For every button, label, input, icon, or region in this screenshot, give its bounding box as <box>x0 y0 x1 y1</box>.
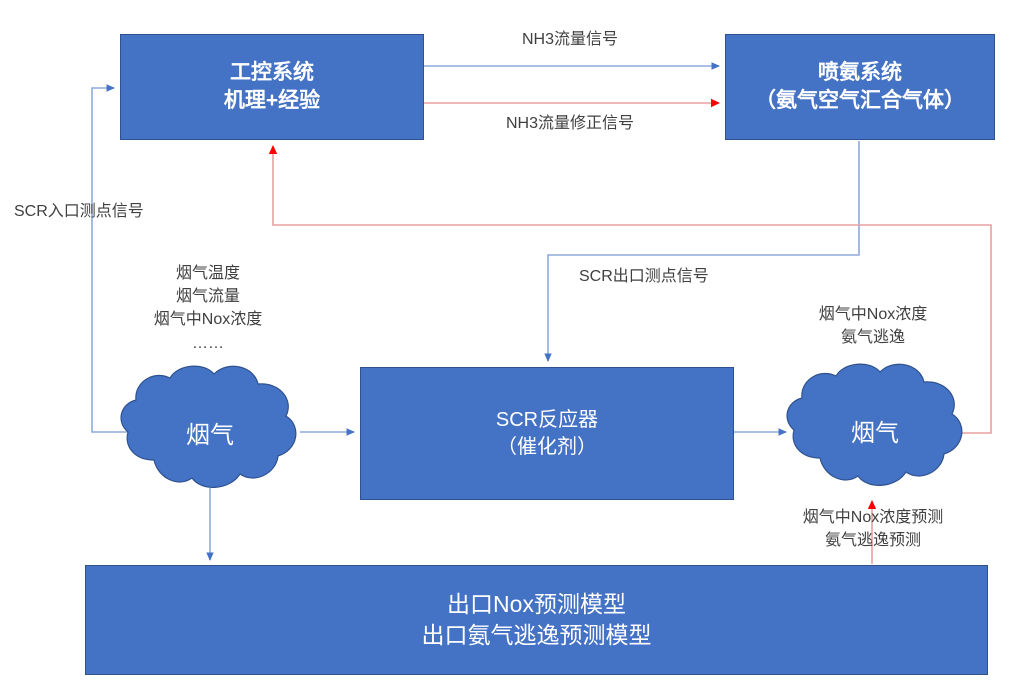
label-flue-inlet-param-2: 烟气中Nox浓度 <box>153 311 263 329</box>
node-scr-line2: （催化剂） <box>497 435 597 458</box>
label-flue-outlet-param-1: 氨气逃逸 <box>840 329 905 347</box>
label-scr-outlet-signal-text: SCR出口测点信号 <box>579 268 709 285</box>
node-ics-line1: 工控系统 <box>230 60 314 84</box>
label-scr-inlet-signal-text: SCR入口测点信号 <box>14 203 144 220</box>
label-prediction-params: 烟气中Nox浓度预测 氨气逃逸预测 <box>772 506 974 552</box>
node-industrial-control-system[interactable]: 工控系统 机理+经验 <box>120 34 424 140</box>
node-ammonia-injection-system[interactable]: 喷氨系统 （氨气空气汇合气体） <box>725 34 995 140</box>
label-nh3-flow-signal-text: NH3流量信号 <box>521 31 618 48</box>
flue-gas-cloud-inlet[interactable]: 烟气 <box>112 362 308 502</box>
node-model-line2: 出口氨气逃逸预测模型 <box>421 622 652 648</box>
label-nh3-correction-signal-text: NH3流量修正信号 <box>505 115 634 132</box>
node-scr-reactor[interactable]: SCR反应器 （催化剂） <box>360 367 734 500</box>
label-flue-inlet-params: 烟气温度 烟气流量 烟气中Nox浓度 …… <box>108 262 308 355</box>
label-prediction-param-0: 烟气中Nox浓度预测 <box>802 509 944 526</box>
flue-gas-cloud-outlet[interactable]: 烟气 <box>780 358 970 503</box>
label-nh3-flow-signal: NH3流量信号 <box>497 28 643 51</box>
cloud-shape-icon <box>120 365 297 488</box>
label-prediction-param-1: 氨气逃逸预测 <box>824 532 921 550</box>
node-ammonia-line1: 喷氨系统 <box>818 60 902 84</box>
node-ammonia-line2: （氨气空气汇合气体） <box>755 89 965 112</box>
node-prediction-model[interactable]: 出口Nox预测模型 出口氨气逃逸预测模型 <box>85 565 988 675</box>
cloud-shape-icon <box>786 363 963 486</box>
label-flue-outlet-params: 烟气中Nox浓度 氨气逃逸 <box>783 303 963 349</box>
label-flue-inlet-param-1: 烟气流量 <box>175 288 240 306</box>
label-flue-inlet-param-0: 烟气温度 <box>175 265 240 282</box>
node-scr-line1: SCR反应器 <box>495 408 599 431</box>
node-model-line1: 出口Nox预测模型 <box>447 590 626 617</box>
node-ics-line2: 机理+经验 <box>223 89 321 112</box>
label-scr-inlet-signal: SCR入口测点信号 <box>14 200 144 223</box>
label-flue-inlet-param-3: …… <box>192 334 224 352</box>
label-flue-outlet-param-0: 烟气中Nox浓度 <box>818 306 928 323</box>
label-nh3-correction-signal: NH3流量修正信号 <box>483 112 657 135</box>
label-scr-outlet-signal: SCR出口测点信号 <box>579 265 709 288</box>
